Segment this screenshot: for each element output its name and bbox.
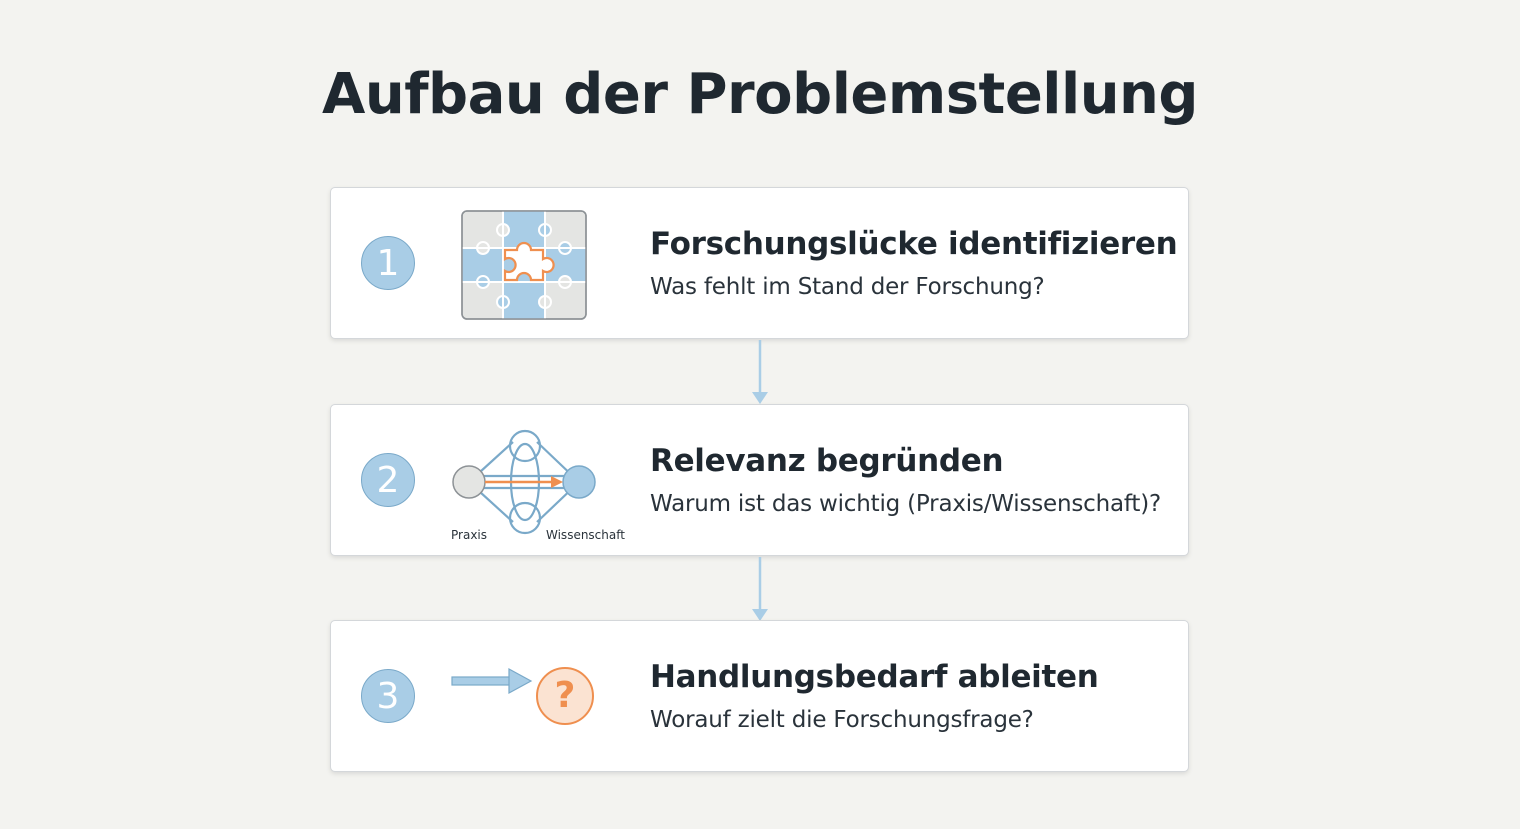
down-arrow-connector (750, 340, 770, 409)
step-subtitle: Worauf zielt die Forschungsfrage? (650, 707, 1034, 733)
step-title: Relevanz begründen (650, 443, 1004, 479)
step-card-2: 2 Praxis Wissenschaft Relevanz begründen… (330, 404, 1189, 556)
step-title: Handlungsbedarf ableiten (650, 659, 1099, 695)
wissenschaft-label: Wissenschaft (546, 528, 625, 542)
praxis-label: Praxis (451, 528, 487, 542)
step-subtitle: Was fehlt im Stand der Forschung? (650, 274, 1045, 300)
step-number-badge: 1 (361, 236, 415, 290)
step-subtitle: Warum ist das wichtig (Praxis/Wissenscha… (650, 491, 1161, 517)
page-title: Aufbau der Problemstellung (321, 62, 1199, 127)
step-card-1: 1 (330, 187, 1189, 339)
arrow-right-icon (451, 666, 533, 700)
step-card-3: 3 ? Handlungsbedarf ableiten Worauf ziel… (330, 620, 1189, 772)
step-title: Forschungslücke identifizieren (650, 226, 1178, 262)
network-link-icon: Praxis Wissenschaft (447, 429, 627, 542)
question-mark-icon: ? (536, 667, 594, 725)
step-number-badge: 2 (361, 453, 415, 507)
down-arrow-connector (750, 557, 770, 626)
step-number-badge: 3 (361, 669, 415, 723)
puzzle-missing-piece-icon (461, 210, 587, 324)
